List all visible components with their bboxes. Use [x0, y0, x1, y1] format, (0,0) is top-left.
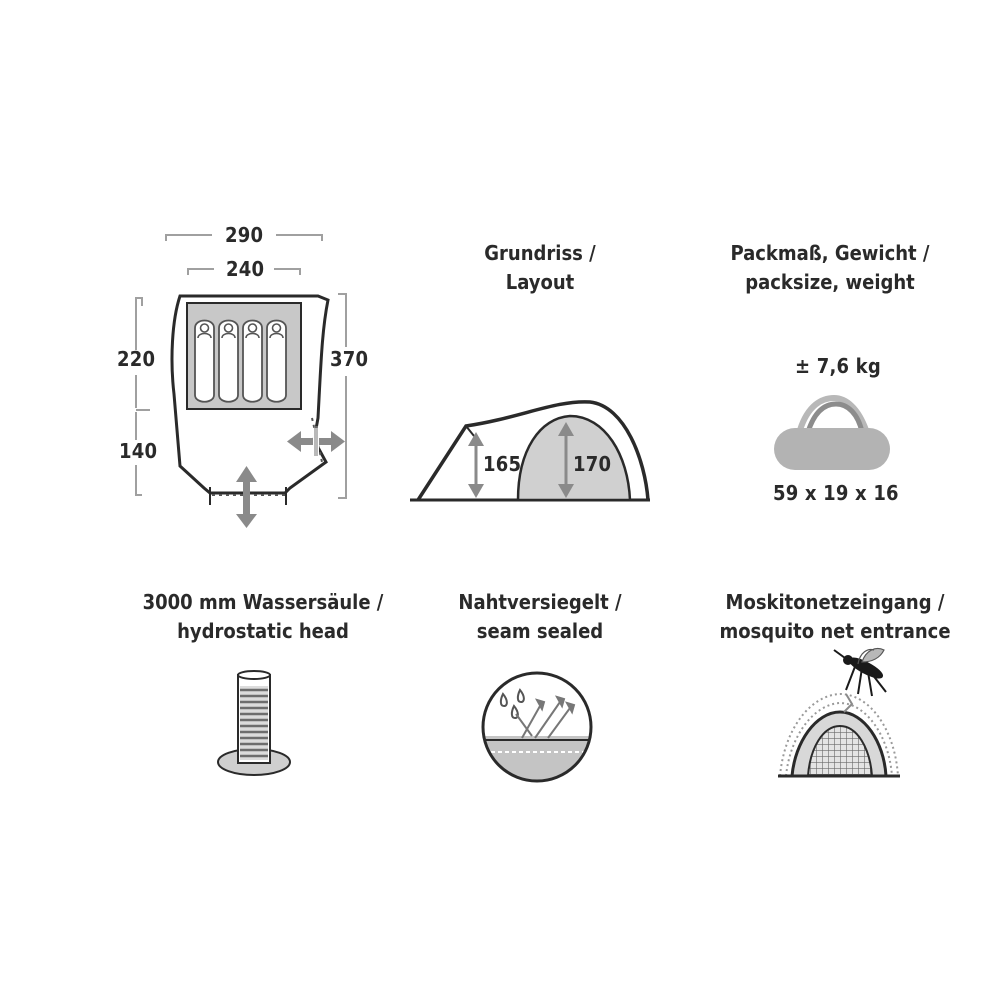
weight-label: ± 7,6 kg	[795, 354, 881, 378]
net-mesh	[806, 724, 874, 777]
water-drop-icons	[499, 688, 525, 720]
front-height-label: 165	[483, 452, 522, 476]
front-entrance-arrow-icon	[236, 466, 257, 528]
sleeper-heads	[197, 323, 284, 339]
pack-size-caption: Packmaß, Gewicht / packsize, weight	[730, 241, 930, 294]
inner-depth-label: 220	[117, 347, 156, 371]
inner-height-arrow-icon	[558, 422, 574, 498]
outer-width-label: 290	[225, 223, 264, 247]
sleeping-bags	[194, 319, 287, 403]
vestibule-depth-label: 140	[119, 439, 158, 463]
side-entrance-arrow-icon	[287, 426, 345, 456]
side-view-caption: Grundriss / Layout	[484, 241, 596, 294]
pack-dimensions-label: 59 x 19 x 16	[773, 481, 899, 505]
inner-tent-dome	[516, 414, 632, 502]
inner-width-label: 240	[226, 257, 265, 281]
total-length-label: 370	[330, 347, 369, 371]
tent-fly-outline	[416, 400, 650, 501]
vapor-arrow-icons	[515, 695, 576, 739]
inner-height-label: 170	[573, 452, 612, 476]
hydrostatic-caption: 3000 mm Wassersäule / hydrostatic head	[142, 590, 384, 643]
front-height-arrow-icon	[468, 432, 484, 498]
dimension-lines	[135, 234, 347, 499]
seam-sealed-caption: Nahtversiegelt / seam sealed	[458, 590, 622, 643]
tent-outline	[170, 294, 330, 495]
mosquito-net-caption: Moskitonetzeingang / mosquito net entran…	[719, 590, 951, 643]
mosquito-icon	[833, 647, 887, 697]
